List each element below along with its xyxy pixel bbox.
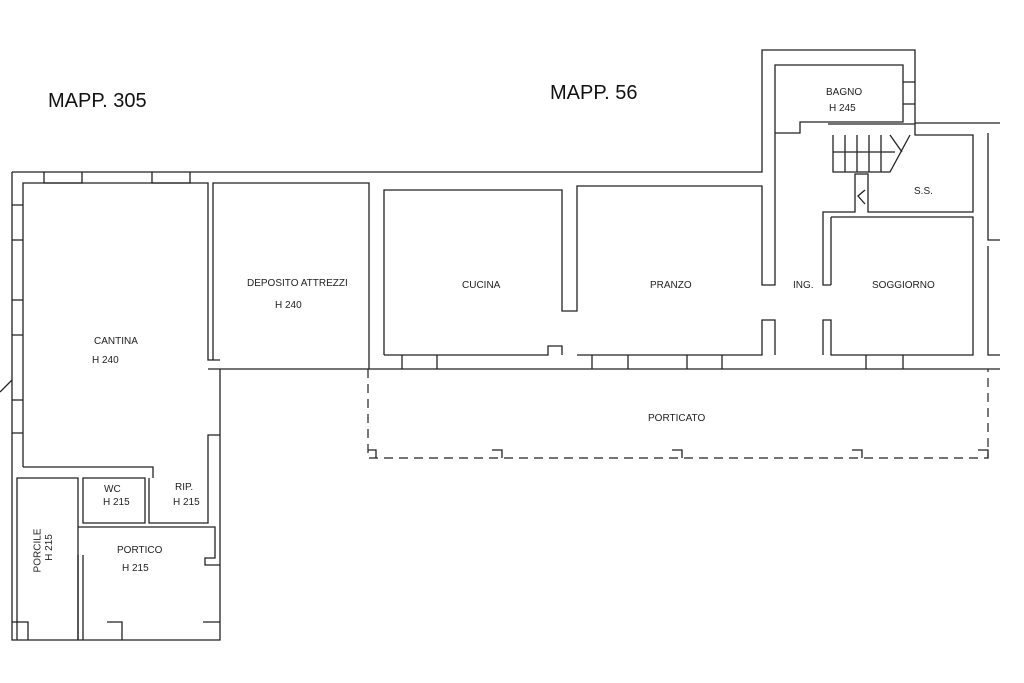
room-ingresso-name: ING. [793, 280, 814, 291]
staircase [832, 134, 911, 205]
room-portico-name: PORTICO [117, 545, 163, 556]
room-bagno-height: H 245 [829, 103, 856, 114]
room-ss-name: S.S. [914, 186, 933, 197]
room-wc-height: H 215 [103, 497, 130, 508]
room-porcile-name: PORCILE [32, 528, 44, 573]
parcel-label-305: MAPP. 305 [48, 90, 147, 112]
room-portico-height: H 215 [122, 563, 149, 574]
room-deposito-height: H 240 [275, 300, 302, 311]
room-soggiorno-name: SOGGIORNO [872, 280, 935, 291]
walls [0, 49, 1000, 641]
room-rip-height: H 215 [173, 497, 200, 508]
room-deposito-name: DEPOSITO ATTREZZI [247, 278, 348, 289]
room-bagno-name: BAGNO [826, 87, 863, 98]
room-cantina-height: H 240 [92, 355, 119, 366]
room-cantina-name: CANTINA [94, 336, 138, 347]
room-pranzo-name: PRANZO [650, 280, 692, 291]
room-porticato-name: PORTICATO [648, 413, 706, 424]
room-rip-name: RIP. [175, 482, 194, 493]
parcel-label-56: MAPP. 56 [550, 82, 638, 104]
room-wc-name: WC [104, 484, 121, 495]
room-porcile-height: H 215 [43, 534, 55, 561]
room-cucina-name: CUCINA [462, 280, 501, 291]
